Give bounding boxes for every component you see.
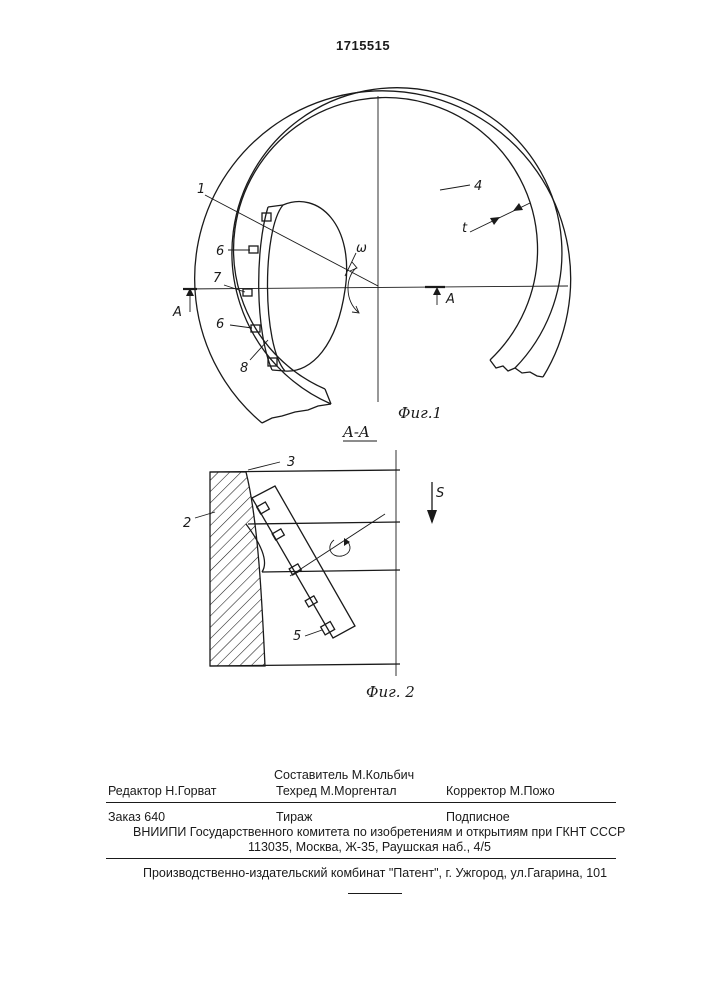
label-4: 4 xyxy=(474,179,482,194)
cutter-bottom-edge xyxy=(272,370,285,371)
ring-4-outer-edge xyxy=(232,88,562,404)
inclined-tool-3 xyxy=(252,486,355,638)
leader-3 xyxy=(248,462,280,470)
leader-5 xyxy=(305,630,322,636)
label-2: 2 xyxy=(183,516,191,531)
leader-4 xyxy=(440,185,470,190)
label-5: 5 xyxy=(293,629,301,644)
label-6-upper: 6 xyxy=(216,244,224,259)
leader-1 xyxy=(205,195,378,286)
tool-tooth-1 xyxy=(257,502,270,514)
label-1: 1 xyxy=(197,182,205,197)
label-6-lower: 6 xyxy=(216,317,224,332)
label-3: 3 xyxy=(287,455,295,470)
feed-arrow-head xyxy=(427,510,437,524)
cutter-top-edge xyxy=(268,205,283,207)
editor: Редактор Н.Горват xyxy=(108,784,217,798)
publisher: Производственно-издательский комбинат "П… xyxy=(143,866,607,880)
break-line-left xyxy=(262,404,331,423)
footer-rule-2 xyxy=(106,858,616,859)
thickness-arrow-1 xyxy=(490,217,500,225)
label-section-left: A xyxy=(172,305,182,320)
institute: ВНИИПИ Государственного комитета по изоб… xyxy=(133,825,625,839)
label-8: 8 xyxy=(240,361,248,376)
corrector: Корректор М.Пожо xyxy=(446,784,555,798)
label-thickness: t xyxy=(462,221,468,236)
footer-rule-3 xyxy=(348,893,402,894)
horizontal-axis xyxy=(183,286,568,289)
layer-3 xyxy=(262,570,400,572)
techred: Техред М.Моргентал xyxy=(276,784,397,798)
figure-2: A-A xyxy=(183,423,444,701)
outer-ring-edge xyxy=(195,91,571,423)
label-feed: S xyxy=(436,486,444,501)
circulation: Тираж xyxy=(276,810,312,824)
compiler: Составитель М.Кольбич xyxy=(274,768,414,782)
figure-1: 1 4 6 7 6 8 t ω A A Фиг.1 xyxy=(172,88,571,423)
figure-1-caption: Фиг.1 xyxy=(398,404,442,422)
label-7: 7 xyxy=(213,271,222,286)
ring-4-inner-edge xyxy=(234,98,538,389)
technical-drawing: 1 4 6 7 6 8 t ω A A Фиг.1 A-A xyxy=(0,0,707,760)
tooth-6-upper xyxy=(249,246,258,253)
workpiece-wall-2 xyxy=(210,472,265,666)
label-omega: ω xyxy=(356,241,367,256)
break-line-right xyxy=(490,360,543,377)
label-section-right: A xyxy=(445,292,455,307)
section-title: A-A xyxy=(341,423,370,441)
section-arrow-right-head xyxy=(433,287,441,295)
cutter-head-1 xyxy=(267,202,346,372)
subscription: Подписное xyxy=(446,810,510,824)
figure-2-caption: Фиг. 2 xyxy=(366,683,415,701)
address: 113035, Москва, Ж-35, Раушская наб., 4/5 xyxy=(248,840,491,854)
layer-top xyxy=(210,470,400,472)
tooth-7 xyxy=(243,289,252,296)
tool-tooth-2 xyxy=(272,529,284,540)
footer-rule-1 xyxy=(106,802,616,803)
order: Заказ 640 xyxy=(108,810,165,824)
layer-2 xyxy=(248,522,400,524)
